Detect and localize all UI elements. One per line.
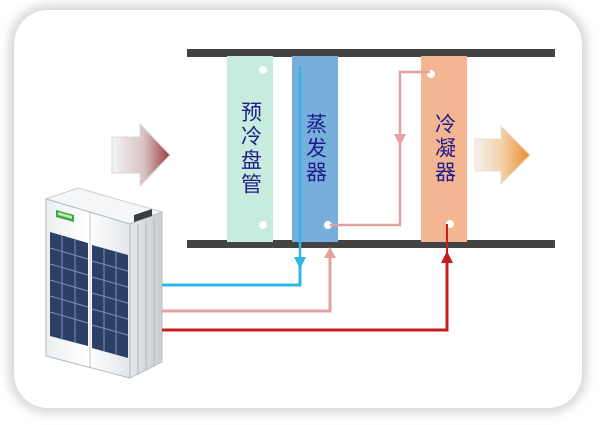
precool-coil: 预冷盘管 (227, 56, 273, 242)
pipe-hot (162, 224, 453, 332)
pipe-warm (162, 70, 430, 313)
unit-nameplate (134, 209, 152, 222)
condenser-coil-label: 冷凝器 (432, 113, 457, 185)
duct-top-bar (187, 49, 555, 57)
airflow-out-arrow-icon (474, 124, 531, 186)
connection-dot (259, 66, 267, 74)
unit-logo (56, 210, 74, 222)
pipe-cold (162, 66, 306, 287)
duct-bottom-bar (187, 240, 555, 248)
connection-dot (427, 70, 435, 78)
outdoor-unit (44, 187, 164, 379)
airflow-in-arrow-icon (111, 122, 171, 188)
evaporator-coil-label: 蒸发器 (303, 113, 328, 185)
precool-coil-label: 预冷盘管 (238, 101, 263, 197)
connection-dot (324, 221, 332, 229)
connection-dot (259, 221, 267, 229)
condenser-coil: 冷凝器 (421, 56, 467, 242)
connection-dot (446, 220, 454, 228)
